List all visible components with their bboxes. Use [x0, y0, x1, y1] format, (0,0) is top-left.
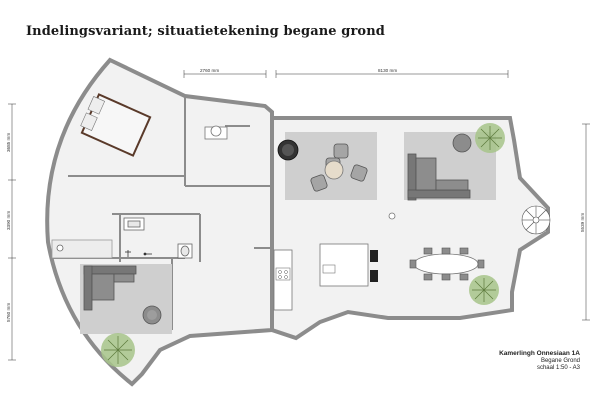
double-bed — [80, 93, 152, 157]
plant-top-right — [475, 123, 505, 153]
dim-left-upper: 3685 mm — [6, 133, 11, 152]
plant-left — [101, 333, 135, 367]
study-desk — [204, 125, 228, 140]
accent-chair-right — [452, 133, 472, 153]
side-table-left — [142, 305, 162, 325]
scale-label: schaal 1:50 - A3 — [536, 365, 580, 371]
dim-left-lower: 5760 mm — [6, 303, 11, 322]
corner-sofa-right — [407, 153, 471, 201]
title-block: Kamerlingh Onnesiaan 1A Begane Grond sch… — [420, 350, 580, 373]
spiral-staircase — [521, 205, 551, 235]
corner-sofa-left — [83, 265, 137, 311]
dim-left-middle: 3390 mm — [6, 211, 11, 230]
bathroom-fixtures — [51, 217, 193, 259]
round-lamp — [277, 139, 299, 161]
kitchen-island — [319, 243, 378, 287]
dimension-lines — [8, 70, 590, 361]
plant-bottom-right — [469, 275, 499, 305]
dim-right-side: 5539 mm — [580, 213, 585, 232]
address-label: Kamerlingh Onnesiaan 1A — [499, 350, 580, 357]
drawing-title: Indelingsvariant; situatietekening began… — [26, 24, 385, 39]
dining-table — [409, 247, 485, 281]
coffee-table-round — [324, 160, 344, 180]
kitchen-counter — [273, 249, 293, 311]
floor-label: Begane Grond — [540, 357, 580, 364]
faucet-icons — [125, 250, 152, 257]
dim-top-left: 2760 mm — [200, 68, 219, 73]
small-round-table — [388, 212, 396, 220]
dim-top-right: 8130 mm — [378, 68, 397, 73]
